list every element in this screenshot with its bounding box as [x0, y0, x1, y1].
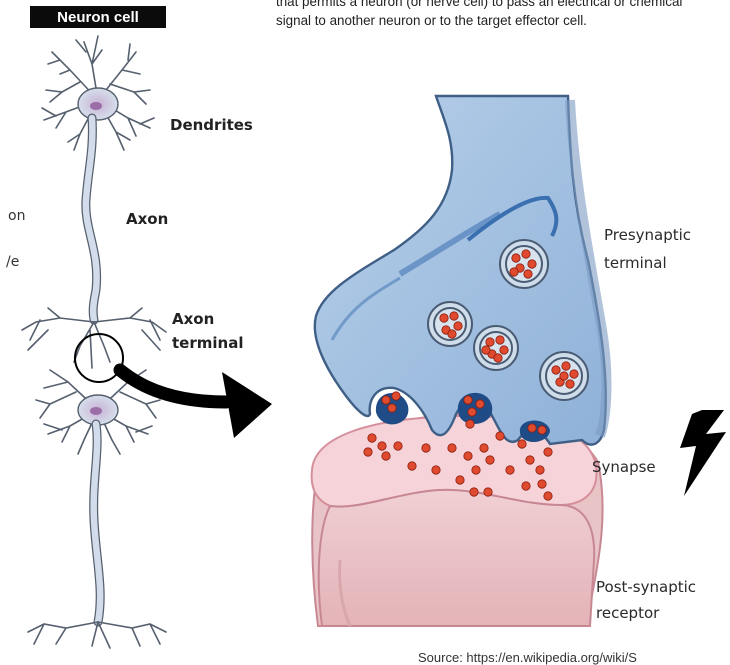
nucleus-icon	[90, 102, 102, 110]
cut-text-1: on	[8, 208, 25, 224]
label-post-synaptic-1: Post-synaptic	[596, 576, 696, 598]
label-axon: Axon	[126, 208, 168, 230]
neuron-cell	[22, 36, 166, 648]
label-post-synaptic-2: receptor	[596, 602, 659, 624]
label-dendrites: Dendrites	[170, 114, 253, 136]
lightning-bolt-icon	[680, 410, 726, 496]
label-axon-terminal-2: terminal	[172, 332, 243, 354]
label-axon-terminal-1: Axon	[172, 308, 214, 330]
label-synapse: Synapse	[592, 456, 656, 478]
curved-arrow-icon	[120, 370, 272, 438]
postsynaptic-neuron	[312, 414, 603, 626]
label-presynaptic-2: terminal	[604, 252, 667, 274]
bottom-terminal-branches	[28, 622, 166, 648]
cut-text-2: /e	[6, 254, 19, 270]
label-presynaptic-1: Presynaptic	[604, 224, 691, 246]
